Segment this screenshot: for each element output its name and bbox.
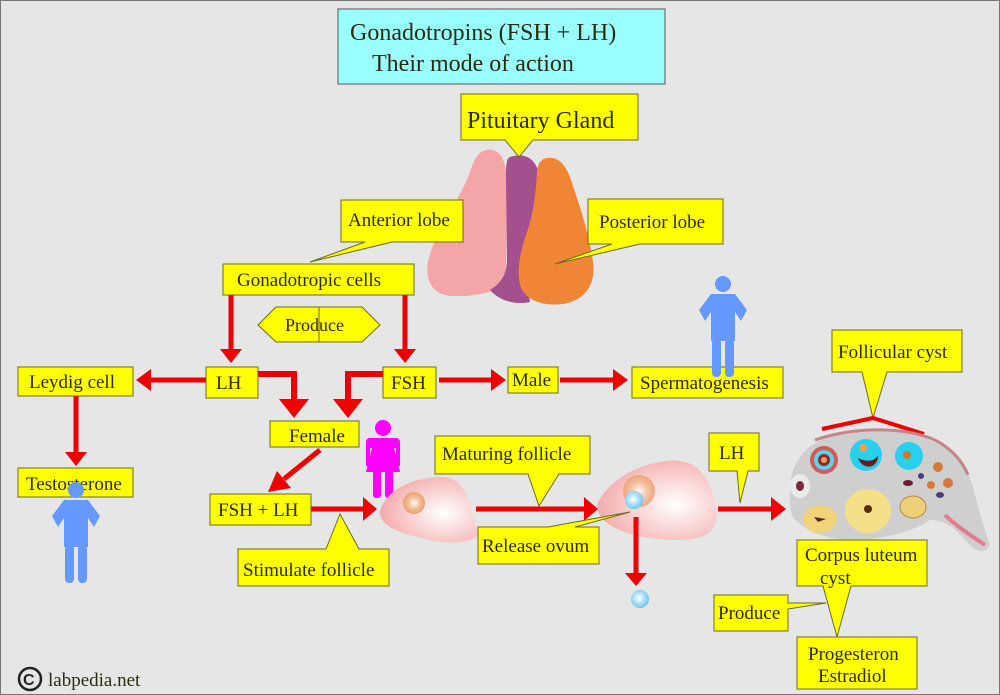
pituitary-gland-callout: Pituitary Gland [460, 93, 639, 158]
arrow-gonadotropic-to-lh [220, 295, 242, 363]
progesteron-label: Progesteron [808, 644, 899, 665]
arrow-leydig-to-testosterone [65, 396, 87, 466]
title-line-1: Gonadotropins (FSH + LH) [350, 20, 616, 46]
female-box: Female [269, 420, 360, 448]
anterior-lobe-label: Anterior lobe [348, 210, 450, 231]
arrow-lh-to-female [258, 371, 309, 418]
pituitary-gland-label: Pituitary Gland [467, 108, 614, 134]
title-line-2: Their mode of action [372, 51, 574, 77]
male-box: Male [507, 366, 559, 394]
produce-top-label: Produce [285, 315, 344, 335]
leydig-cell-label: Leydig cell [29, 372, 115, 393]
arrow-follicle-to-mature-follicle [476, 497, 598, 521]
stimulate-follicle-callout: Stimulate follicle [237, 512, 390, 587]
anterior-lobe-callout: Anterior lobe [309, 199, 464, 263]
corpus-luteum-label-1: Corpus luteum [805, 545, 918, 566]
arrow-male-to-spermatogenesis [560, 369, 628, 391]
male-person-icon [699, 276, 747, 377]
female-label: Female [289, 426, 345, 447]
arrow-lh-to-leydig [136, 369, 206, 391]
corpus-luteum-callout: Corpus luteum cyst [796, 539, 928, 639]
title-box: Gonadotropins (FSH + LH) Their mode of a… [337, 8, 666, 85]
immature-follicle-illustration [379, 476, 478, 543]
pituitary-gland-illustration [427, 149, 594, 305]
stimulate-follicle-label: Stimulate follicle [243, 560, 374, 581]
intermediate-lobe-shape [490, 155, 540, 304]
site-name: labpedia.net [48, 670, 141, 691]
produce-hexagon: Produce [257, 306, 381, 343]
ovary-illustration [789, 428, 990, 552]
arrow-to-ovary [718, 497, 786, 521]
gonadotropic-cells-label: Gonadotropic cells [237, 270, 381, 291]
fsh-label: FSH [391, 373, 426, 394]
fsh-lh-label: FSH + LH [218, 500, 299, 521]
arrow-female-to-fsh-lh [268, 448, 322, 492]
produce-bottom-callout: Produce [713, 594, 827, 632]
posterior-lobe-callout: Posterior lobe [554, 198, 724, 265]
estradiol-label: Estradiol [818, 666, 887, 687]
follicular-cyst-callout: Follicular cyst [821, 329, 963, 436]
arrow-fsh-lh-to-follicle [311, 497, 377, 521]
mature-follicle-illustration [597, 460, 717, 541]
released-ovum-icon [631, 590, 649, 608]
lh-ovulation-label: LH [719, 443, 745, 464]
produce-bottom-label: Produce [718, 603, 780, 624]
maturing-follicle-callout: Maturing follicle [434, 435, 591, 508]
fsh-lh-box: FSH + LH [209, 493, 312, 526]
corpus-luteum-label-2: cyst [820, 568, 851, 589]
female-person-icon [366, 420, 400, 498]
arrow-ovum-release [625, 517, 649, 608]
anterior-lobe-shape [427, 149, 507, 297]
hormones-box: Progesteron Estradiol [796, 636, 918, 690]
male-label: Male [512, 370, 551, 391]
lh-box: LH [205, 366, 259, 399]
arrow-fsh-to-male [439, 369, 506, 391]
maturing-follicle-label: Maturing follicle [442, 444, 571, 465]
fsh-box: FSH [382, 366, 437, 399]
release-ovum-label: Release ovum [482, 536, 589, 557]
copyright-footer: C labpedia.net [17, 666, 141, 692]
spermatogenesis-box: Spermatogenesis [631, 366, 784, 399]
release-ovum-callout: Release ovum [477, 511, 631, 565]
male-person-icon [52, 482, 100, 583]
svg-text:C: C [23, 672, 35, 689]
arrow-fsh-to-female [333, 371, 383, 418]
lh-label: LH [216, 373, 242, 394]
posterior-lobe-label: Posterior lobe [599, 212, 705, 233]
spermatogenesis-label: Spermatogenesis [640, 373, 769, 394]
posterior-lobe-shape [518, 157, 594, 305]
follicular-cyst-label: Follicular cyst [838, 342, 948, 363]
lh-ovulation-callout: LH [708, 432, 760, 504]
leydig-cell-box: Leydig cell [17, 366, 134, 397]
arrow-gonadotropic-to-fsh [394, 295, 416, 363]
gonadotropic-cells-box: Gonadotropic cells [222, 263, 415, 296]
